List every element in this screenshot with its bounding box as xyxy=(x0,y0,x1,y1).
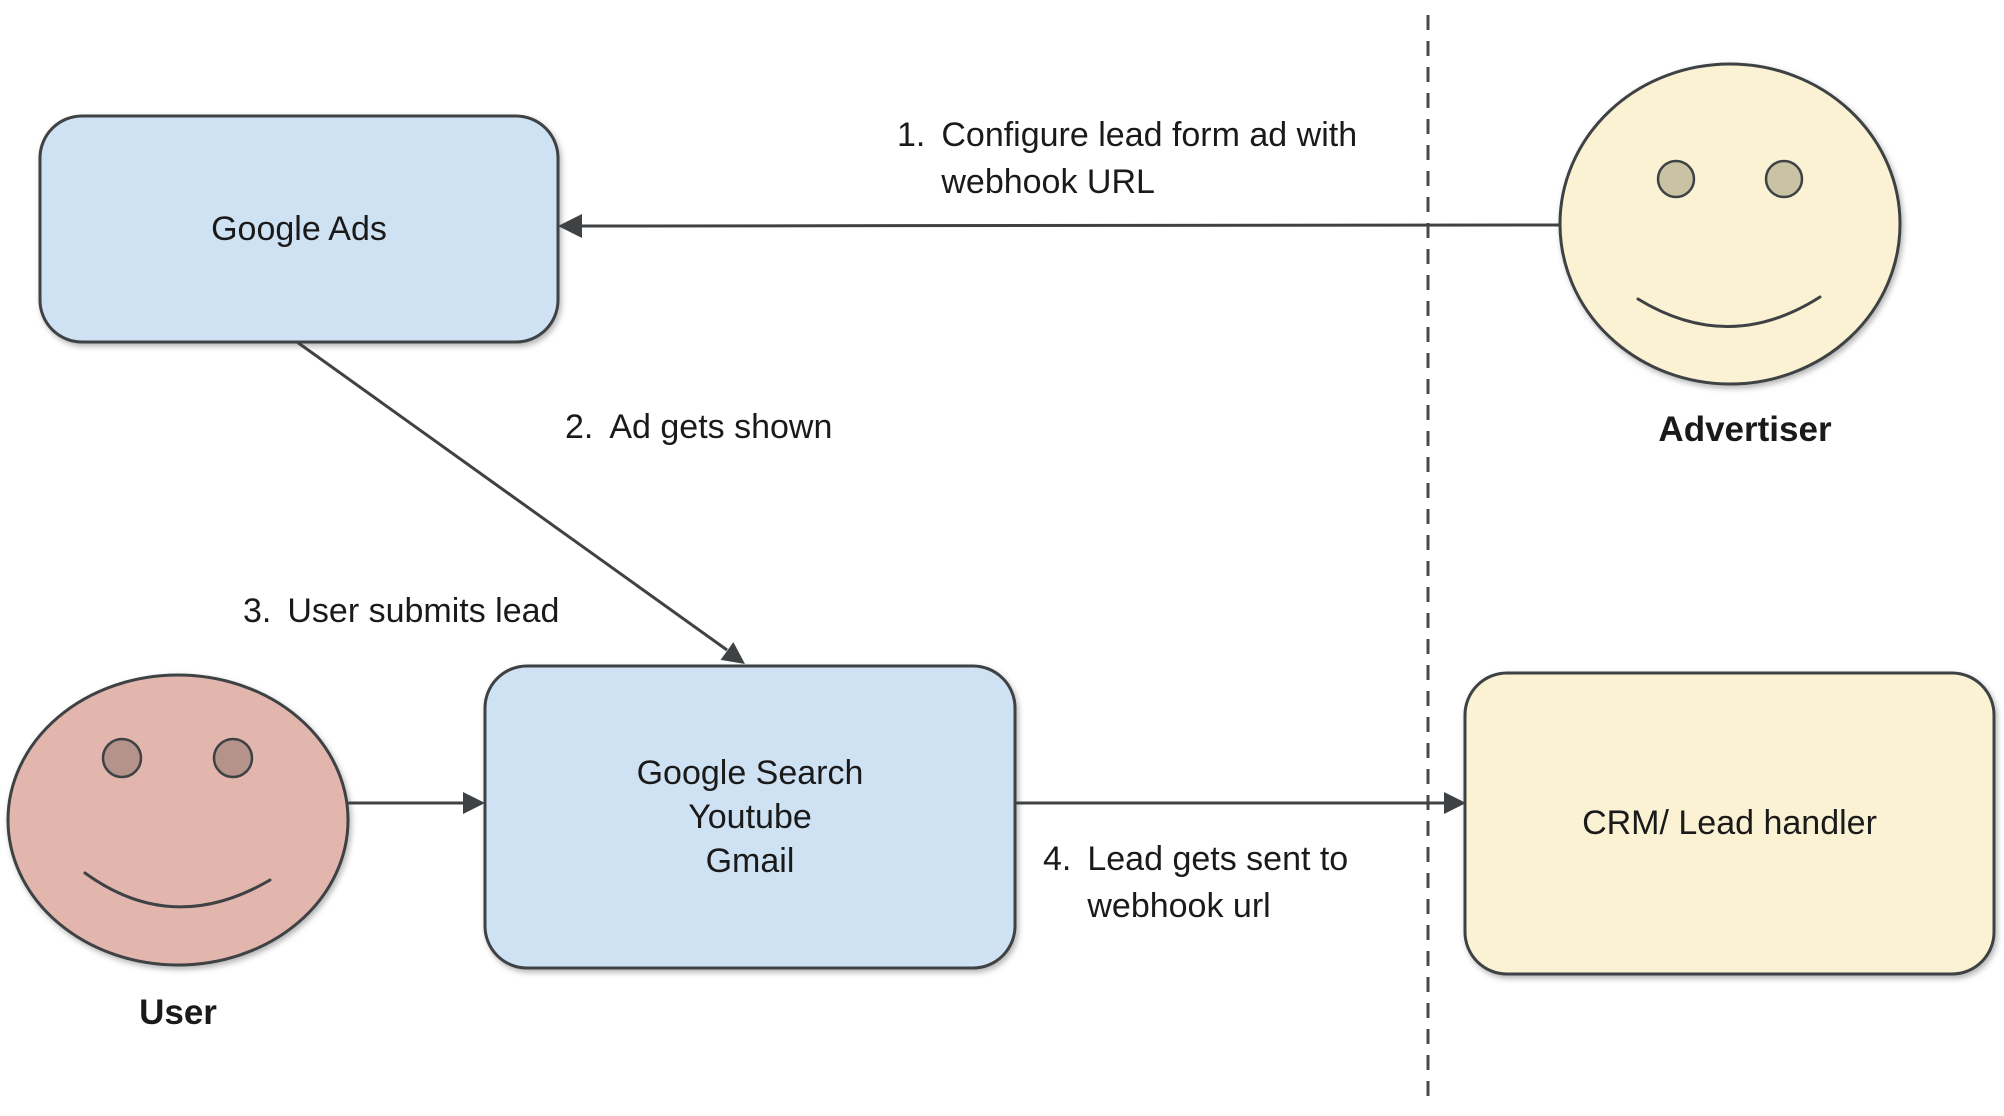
advertiser-smile xyxy=(1636,295,1822,328)
google-ads-node-shape xyxy=(38,114,560,344)
step1-number: 1. xyxy=(897,116,926,154)
crm-node-shape xyxy=(1463,671,1996,976)
step3-number: 3. xyxy=(243,592,272,630)
step3-label: 3. User submits lead xyxy=(243,588,559,635)
arrow-user-to-surfaces xyxy=(347,792,485,814)
advertiser-right-eye xyxy=(1764,159,1804,199)
user-left-eye xyxy=(101,737,143,779)
step4-text: Lead gets sent to webhook url xyxy=(1087,840,1349,925)
advertiser-label: Advertiser xyxy=(1658,410,1832,449)
step4-label: 4. Lead gets sent to webhook url xyxy=(1043,836,1348,930)
step2-text: Ad gets shown xyxy=(609,408,833,446)
advertiser-left-eye xyxy=(1656,159,1696,199)
advertiser-face-icon xyxy=(1558,62,1902,386)
google-surfaces-node-shape xyxy=(483,664,1017,970)
user-right-eye xyxy=(212,737,254,779)
arrow-surfaces-to-crm xyxy=(1015,792,1466,814)
step1-label: 1. Configure lead form ad with webhook U… xyxy=(897,112,1357,206)
step3-text: User submits lead xyxy=(287,592,560,630)
step4-number: 4. xyxy=(1043,840,1072,878)
arrow-advertiser-to-google-ads xyxy=(558,214,1561,238)
advertiser-head xyxy=(1558,62,1902,386)
user-head xyxy=(6,673,350,967)
step1-text: Configure lead form ad with webhook URL xyxy=(941,116,1358,201)
user-label: User xyxy=(139,993,217,1032)
user-face-icon xyxy=(6,673,350,967)
user-smile xyxy=(83,871,272,909)
arrow-google-ads-to-surfaces xyxy=(296,340,745,664)
step2-number: 2. xyxy=(565,408,594,446)
step2-label: 2. Ad gets shown xyxy=(565,404,832,451)
